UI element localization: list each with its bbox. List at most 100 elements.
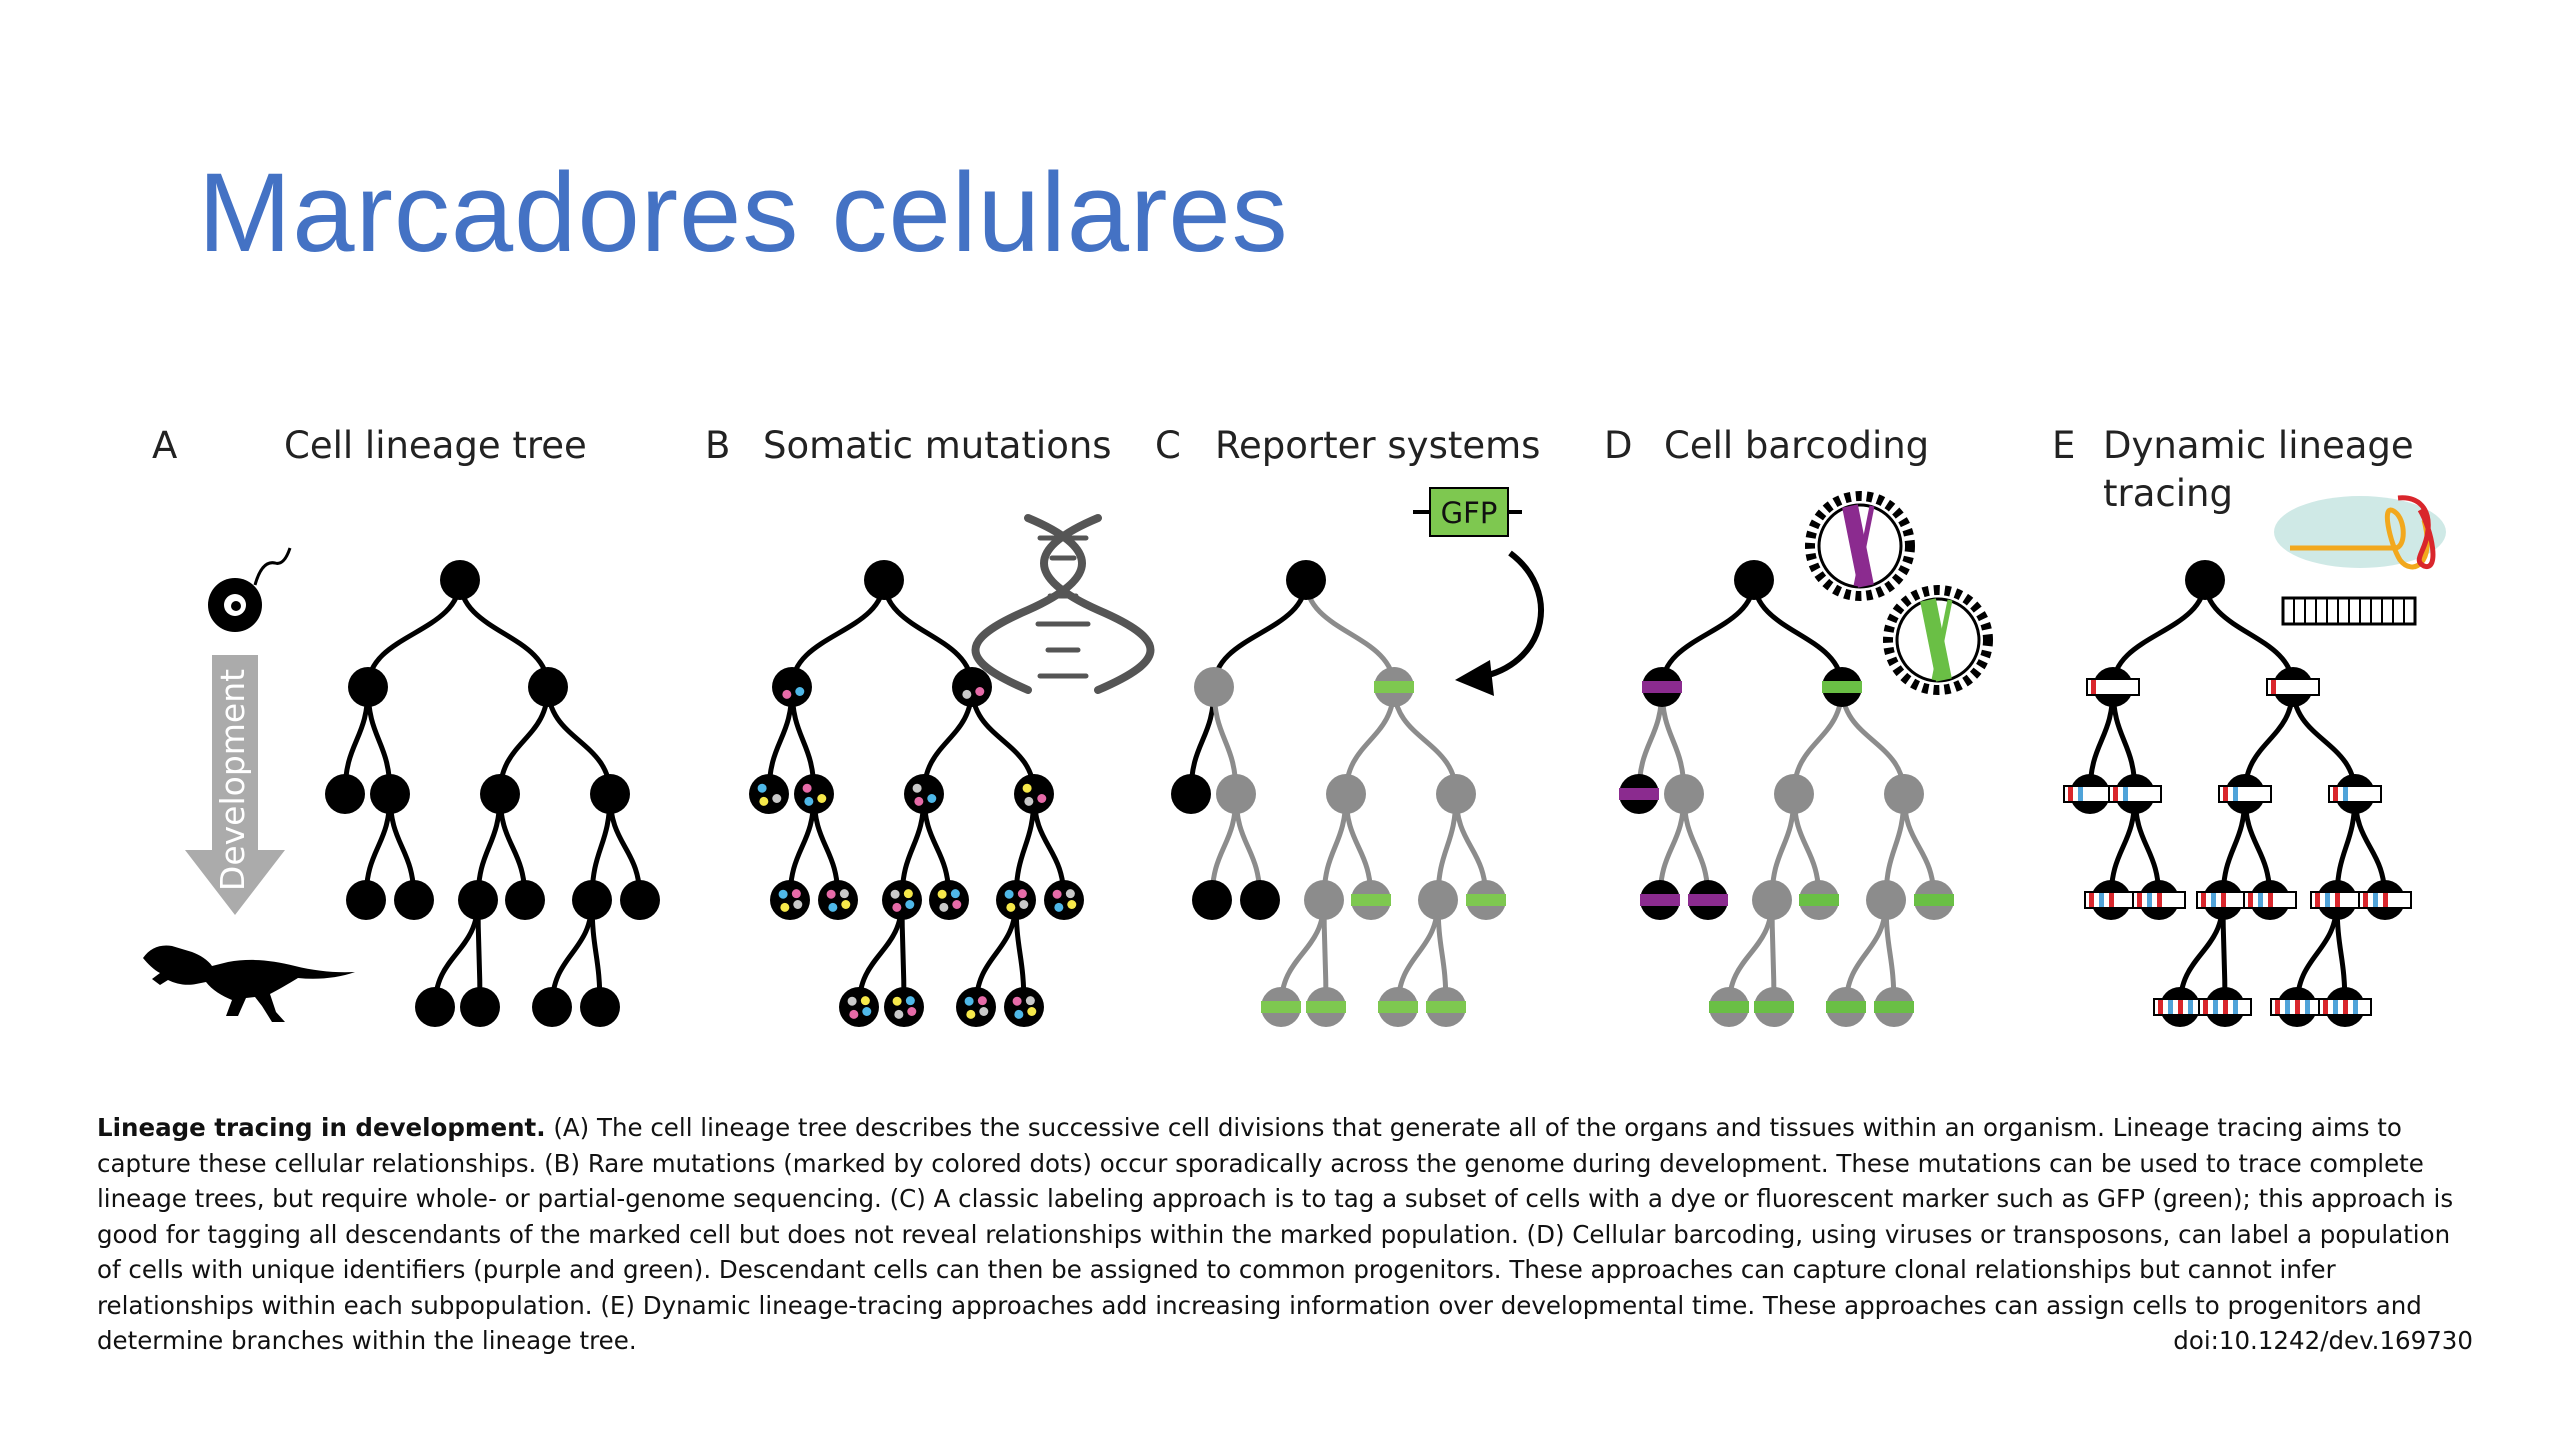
- panel-b-letter: B: [705, 424, 730, 467]
- recorder-tag: [2108, 785, 2162, 803]
- cell-RRb: [1044, 880, 1084, 920]
- tree-branch: [881, 579, 975, 688]
- recorder-edit: [2099, 893, 2104, 907]
- mutation-dot: [964, 996, 974, 1006]
- mutation-dot: [860, 996, 870, 1006]
- doi-reference: doi:10.1242/dev.169730: [2173, 1326, 2473, 1355]
- cell-marker-band: [1306, 1001, 1346, 1013]
- mutation-dot: [1067, 900, 1077, 909]
- caption-lead: Lineage tracing in development.: [97, 1113, 546, 1142]
- mutation-dot: [952, 900, 962, 909]
- cell-L: [772, 667, 812, 707]
- cell-LRb: [1240, 880, 1280, 920]
- recorder-tag: [2328, 785, 2382, 803]
- panel-d-letter: D: [1604, 424, 1633, 467]
- cell-L: [1194, 667, 1234, 707]
- cell-RLa: [1304, 880, 1344, 920]
- recorder-edit: [2333, 787, 2338, 801]
- panel-c-letter: C: [1155, 424, 1181, 467]
- cell-RRb: [620, 880, 660, 920]
- cell-marker-band: [1640, 894, 1680, 906]
- mutation-dot: [1065, 889, 1075, 899]
- recorder-edit: [2258, 893, 2263, 907]
- cell-RRa2: [1004, 987, 1044, 1027]
- recorder-edit: [2353, 1000, 2358, 1014]
- cell-RL: [480, 774, 520, 814]
- cell-R: [952, 667, 992, 707]
- mutation-dot: [966, 1009, 976, 1019]
- cell-LRa: [346, 880, 386, 920]
- mutation-dot: [772, 794, 782, 803]
- gfp-label: GFP: [1441, 496, 1498, 530]
- cell-root: [2185, 560, 2225, 600]
- cell-LR: [370, 774, 410, 814]
- cell-RLa: [1752, 880, 1792, 920]
- mutation-dot: [894, 1009, 904, 1019]
- cell-RLa1: [839, 987, 879, 1027]
- cell-LRb: [818, 880, 858, 920]
- mutation-dot: [839, 889, 849, 899]
- virus-purple-barcode-icon: [1805, 491, 1915, 601]
- cell-root: [864, 560, 904, 600]
- tree-branch: [2110, 579, 2208, 688]
- recorder-edit: [2068, 787, 2073, 801]
- mutation-dot: [975, 687, 985, 696]
- recorder-edit: [2089, 893, 2094, 907]
- cell-RLa: [458, 880, 498, 920]
- recorder-edit: [2268, 893, 2273, 907]
- cell-RR: [1436, 774, 1476, 814]
- cell-RRa: [572, 880, 612, 920]
- cell-RL: [1326, 774, 1366, 814]
- recorder-edit: [2123, 787, 2128, 801]
- cell-RLa1: [415, 987, 455, 1027]
- cell-marker-band: [1466, 894, 1506, 906]
- mutation-dot: [1027, 1007, 1037, 1016]
- recorder-edit: [2201, 893, 2206, 907]
- recorder-edit: [2223, 787, 2228, 801]
- cell-LRa: [1192, 880, 1232, 920]
- cell-marker-band: [1709, 1001, 1749, 1013]
- cell-root: [1286, 560, 1326, 600]
- mutation-dot: [1006, 902, 1016, 912]
- insertion-arrow-icon: [1455, 550, 1544, 696]
- mutation-dot: [892, 902, 902, 912]
- recorder-edit: [2203, 1000, 2208, 1014]
- panel-c-title: Reporter systems: [1215, 424, 1540, 467]
- recorder-edit: [2157, 893, 2162, 907]
- cell-RL: [1774, 774, 1814, 814]
- recorder-edit: [2275, 1000, 2280, 1014]
- gfp-reporter-icon: GFP: [1413, 487, 1522, 537]
- mutation-dot: [804, 796, 814, 806]
- cell-LR: [1216, 774, 1256, 814]
- cell-RRa2: [580, 987, 620, 1027]
- recorder-edit: [2295, 1000, 2300, 1014]
- panel-e-letter: E: [2052, 424, 2075, 467]
- mutation-dot: [862, 1007, 872, 1016]
- mutation-dot: [793, 900, 803, 909]
- recorder-edit: [2335, 893, 2340, 907]
- cell-root: [440, 560, 480, 600]
- cell-marker-band: [1642, 681, 1682, 693]
- lineage-trees: [325, 560, 2412, 1027]
- recorder-edit: [2363, 893, 2368, 907]
- recorder-edit: [2233, 787, 2238, 801]
- mutation-dot: [849, 1009, 859, 1019]
- mutation-dot: [979, 1007, 989, 1016]
- mutation-dot: [826, 889, 836, 899]
- tree-panel-b: [749, 560, 1084, 1027]
- recorder-edit: [2325, 893, 2330, 907]
- recorder-edit: [2091, 680, 2096, 694]
- recorder-edit: [2147, 893, 2152, 907]
- recorder-edit: [2343, 1000, 2348, 1014]
- tree-branch: [1303, 579, 1397, 688]
- recorder-edit: [2137, 893, 2142, 907]
- cell-LL: [749, 774, 789, 814]
- mutation-dot: [817, 794, 827, 803]
- mutation-dot: [847, 996, 857, 1006]
- mutation-dot: [1014, 1009, 1024, 1019]
- tree-branch: [1751, 579, 1845, 688]
- tree-branch: [1211, 579, 1309, 688]
- recorder-edit: [2305, 1000, 2310, 1014]
- recorder-edit: [2373, 893, 2378, 907]
- mutation-dot: [892, 996, 902, 1006]
